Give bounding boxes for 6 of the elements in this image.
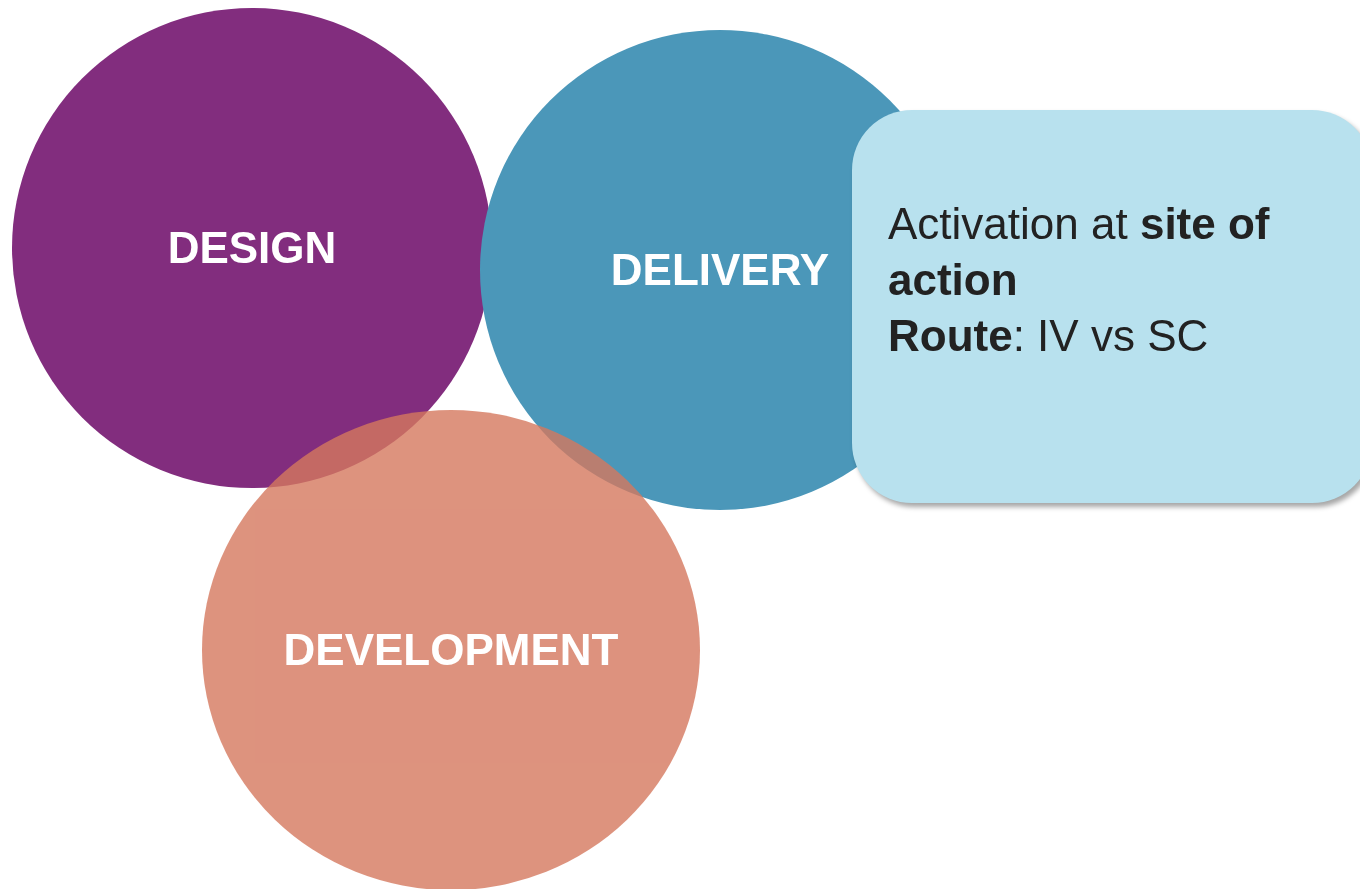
- circle-label: DEVELOPMENT: [283, 625, 619, 675]
- callout-text: Activation at site of action: [888, 198, 1271, 306]
- circle-label: DELIVERY: [610, 245, 830, 295]
- callout-tooltip: [852, 110, 1360, 503]
- callout-text: Route: IV vs SC: [888, 310, 1209, 362]
- circle-label: DESIGN: [167, 223, 337, 273]
